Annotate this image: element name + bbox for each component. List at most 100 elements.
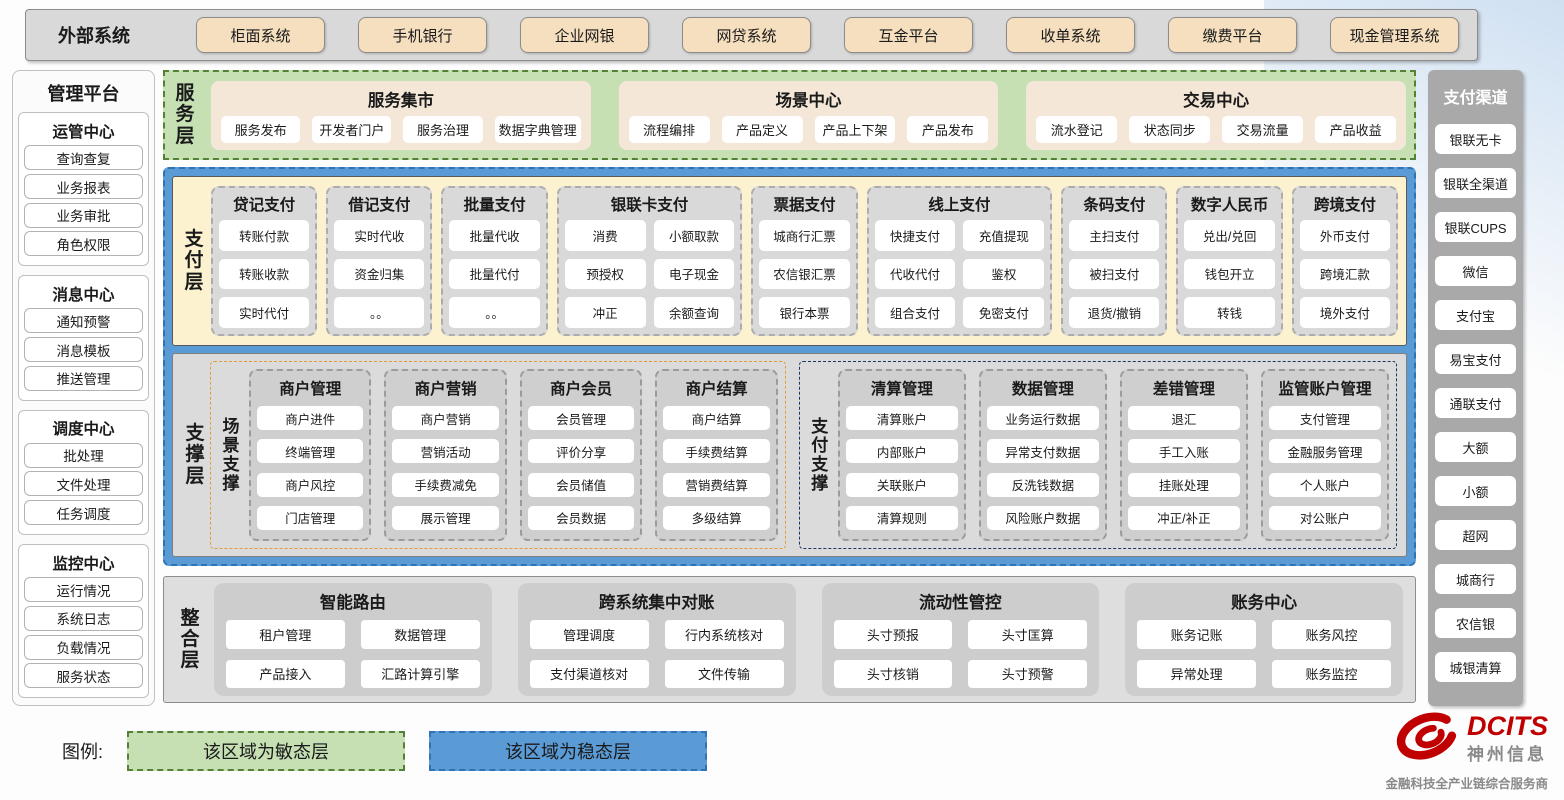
vertical-label-char: 服 <box>175 83 195 105</box>
payment-item-box: 银行本票 <box>759 297 850 328</box>
integration-panel-title: 跨系统集中对账 <box>598 594 715 612</box>
logo-company: 神州信息 <box>1467 745 1547 765</box>
integration-panel: 跨系统集中对账管理调度行内系统核对支付渠道核对文件传输 <box>517 583 796 696</box>
support-item-box: 营销活动 <box>392 439 499 464</box>
support-item-box: 清算账户 <box>845 406 958 431</box>
support-group: 商户管理商户进件终端管理商户风控门店管理 <box>249 369 372 541</box>
vertical-label-char: 合 <box>180 628 200 650</box>
payment-item-box: 主扫支付 <box>1069 220 1160 251</box>
payment-item-box: 资金归集 <box>334 258 425 290</box>
management-item-box: 查询查复 <box>24 145 143 171</box>
payment-channel-box: 小额 <box>1435 476 1516 506</box>
vertical-label-char: 付 <box>184 250 204 272</box>
integration-item-box: 账务风控 <box>1272 620 1391 649</box>
integration-panel-items: 租户管理数据管理产品接入汇路计算引擎 <box>226 620 480 688</box>
payment-group: 贷记支付转账付款转账收款实时代付 <box>211 186 318 336</box>
support-layer-label: 支撑层 <box>182 361 208 549</box>
support-section: 支付支撑清算管理清算账户内部账户关联账户清算规则数据管理业务运行数据异常支付数据… <box>798 361 1397 549</box>
brand-logo: DCITS 神州信息 金融科技全产业链综合服务商 <box>1385 705 1548 792</box>
integration-item-box: 支付渠道核对 <box>529 659 649 688</box>
payment-item-box: 余额查询 <box>653 297 735 328</box>
payment-item-box: 城商行汇票 <box>759 220 850 251</box>
payment-item-box: 消费 <box>564 220 646 251</box>
payment-group: 跨境支付外币支付跨境汇款境外支付 <box>1291 186 1398 336</box>
integration-panel-items: 管理调度行内系统核对支付渠道核对文件传输 <box>529 620 784 688</box>
vertical-label-char: 撑 <box>222 474 240 494</box>
support-item-box: 会员数据 <box>527 505 635 530</box>
payment-item-box: 境外支付 <box>1299 297 1390 328</box>
support-group: 商户营销商户营销营销活动手续费减免展示管理 <box>384 369 507 541</box>
payment-item-box: 外币支付 <box>1299 220 1390 251</box>
service-panel: 场景中心流程编排产品定义产品上下架产品发布 <box>618 80 999 150</box>
support-group-items: 会员管理评价分享会员储值会员数据 <box>527 404 635 532</box>
payment-group-items: 城商行汇票农信银汇票银行本票 <box>759 220 850 328</box>
management-item-box: 通知预警 <box>24 308 143 334</box>
management-groups: 运管中心查询查复业务报表业务审批角色权限消息中心通知预警消息模板推送管理调度中心… <box>18 112 149 698</box>
vertical-label-char: 层 <box>175 125 195 147</box>
support-item-box: 个人账户 <box>1268 472 1381 497</box>
integration-item-box: 管理调度 <box>529 620 649 649</box>
management-item-box: 业务审批 <box>24 202 143 228</box>
external-system-box: 现金管理系统 <box>1330 17 1459 53</box>
support-group: 差错管理退汇手工入账挂账处理冲正/补正 <box>1119 369 1248 541</box>
support-item-box: 商户进件 <box>257 406 364 431</box>
vertical-label-char: 撑 <box>811 474 829 494</box>
service-item-box: 状态同步 <box>1129 115 1211 143</box>
support-group: 监管账户管理支付管理金融服务管理个人账户对公账户 <box>1260 369 1389 541</box>
payment-group-items: 实时代收资金归集。。 <box>334 220 425 328</box>
support-group-title: 商户营销 <box>414 381 477 398</box>
support-item-box: 退汇 <box>1127 406 1240 431</box>
support-item-box: 业务运行数据 <box>986 406 1099 431</box>
support-section-label: 支付支撑 <box>807 369 833 541</box>
payment-group: 银联卡支付消费小额取款预授权电子现金冲正余额查询 <box>556 186 743 336</box>
payment-group: 票据支付城商行汇票农信银汇票银行本票 <box>751 186 858 336</box>
legend: 图例: 该区域为敏态层 该区域为稳态层 <box>62 731 708 771</box>
support-group-title: 商户会员 <box>550 381 613 398</box>
support-item-box: 会员储值 <box>527 472 635 497</box>
legend-agile-box: 该区域为敏态层 <box>127 731 406 771</box>
external-system-box: 企业网银 <box>520 17 649 53</box>
service-item-box: 服务发布 <box>221 115 301 143</box>
payment-item-box: 充值提现 <box>963 220 1045 251</box>
support-item-box: 挂账处理 <box>1127 472 1240 497</box>
vertical-label-char: 务 <box>175 104 195 126</box>
vertical-label-char: 景 <box>222 435 240 455</box>
external-system-box: 缴费平台 <box>1168 17 1297 53</box>
management-platform-title: 管理平台 <box>47 84 120 104</box>
support-group: 商户结算商户结算手续费结算营销费结算多级结算 <box>655 369 778 541</box>
support-group-items: 商户进件终端管理商户风控门店管理 <box>257 404 364 532</box>
payment-item-box: 跨境汇款 <box>1299 258 1390 290</box>
integration-item-box: 头寸预报 <box>833 620 953 649</box>
payment-group-title: 银联卡支付 <box>610 197 689 214</box>
payment-item-box: 预授权 <box>564 258 646 290</box>
service-item-box: 交易流量 <box>1222 115 1304 143</box>
payment-channel-box: 银联全渠道 <box>1435 168 1516 198</box>
payment-group: 借记支付实时代收资金归集。。 <box>326 186 433 336</box>
management-platform-panel: 管理平台 运管中心查询查复业务报表业务审批角色权限消息中心通知预警消息模板推送管… <box>12 70 155 706</box>
support-group-title: 商户结算 <box>685 381 748 398</box>
payment-channel-box: 农信银 <box>1435 608 1516 638</box>
support-group-title: 商户管理 <box>279 381 342 398</box>
support-item-box: 商户结算 <box>663 406 770 431</box>
vertical-label-char: 层 <box>184 271 204 293</box>
external-system-box: 网贷系统 <box>682 17 811 53</box>
management-item-box: 业务报表 <box>24 174 143 200</box>
support-group-items: 商户结算手续费结算营销费结算多级结算 <box>663 404 770 532</box>
support-group-items: 清算账户内部账户关联账户清算规则 <box>845 404 958 532</box>
support-item-box: 会员管理 <box>527 406 635 431</box>
management-item-box: 角色权限 <box>24 231 143 257</box>
payment-item-box: 组合支付 <box>874 297 956 328</box>
support-item-box: 手续费减免 <box>392 472 499 497</box>
management-group-title: 监控中心 <box>52 555 115 573</box>
payment-group-title: 票据支付 <box>773 197 836 214</box>
vertical-label-char: 层 <box>185 465 205 487</box>
management-item-box: 推送管理 <box>24 365 143 391</box>
payment-layer-groups: 贷记支付转账付款转账收款实时代付借记支付实时代收资金归集。。批量支付批量代收批量… <box>211 186 1398 336</box>
service-layer-panels: 服务集市服务发布开发者门户服务治理数据字典管理场景中心流程编排产品定义产品上下架… <box>211 80 1407 150</box>
support-item-box: 展示管理 <box>392 505 499 530</box>
external-system-box: 互金平台 <box>844 17 973 53</box>
vertical-label-char: 支 <box>222 455 240 474</box>
support-group-title: 清算管理 <box>870 381 933 398</box>
center-column: 服务层 服务集市服务发布开发者门户服务治理数据字典管理场景中心流程编排产品定义产… <box>163 70 1416 706</box>
